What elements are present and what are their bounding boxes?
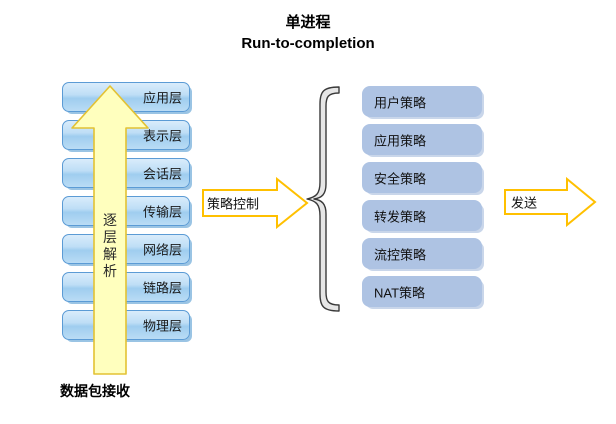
policy-label: 应用策略 [374,133,427,148]
up-arrow-shape [71,85,149,375]
policy-box-nat[interactable]: NAT策略 [362,276,482,307]
policy-box-security[interactable]: 安全策略 [362,162,482,193]
layer-parsing-up-arrow: 逐 层 解 析 [70,84,150,376]
policy-box-forwarding[interactable]: 转发策略 [362,200,482,231]
policy-label: 安全策略 [374,171,427,186]
send-arrow-shape [504,176,597,228]
layer-label: 网络层 [142,242,182,258]
policy-box-application[interactable]: 应用策略 [362,124,482,155]
title-line-secondary: Run-to-completion [241,35,375,52]
policy-label: NAT策略 [374,285,426,300]
left-curly-brace [305,84,345,314]
left-curly-brace-shape [306,86,340,312]
policy-label: 用户策略 [374,95,427,110]
policy-control-arrow: 策略控制 [201,176,309,230]
layer-label: 传输层 [142,204,182,220]
diagram-title: 单进程 Run-to-completion [0,12,616,54]
policy-box-flowcontrol[interactable]: 流控策略 [362,238,482,269]
packet-receive-label: 数据包接收 [60,383,130,399]
policy-label: 转发策略 [374,209,427,224]
layer-label: 会话层 [142,166,182,182]
title-line-primary: 单进程 [285,14,331,31]
policy-list: 用户策略 应用策略 安全策略 转发策略 流控策略 NAT策略 [362,86,490,314]
layer-label: 物理层 [142,318,182,334]
policy-control-arrow-shape [202,176,309,230]
policy-control-arrow-label: 策略控制 [207,196,260,212]
layer-label: 链路层 [142,280,182,296]
send-arrow-label: 发送 [511,195,538,211]
policy-label: 流控策略 [374,247,427,262]
layer-label: 应用层 [142,90,182,106]
policy-box-user[interactable]: 用户策略 [362,86,482,117]
send-arrow: 发送 [503,176,597,228]
layer-label: 表示层 [142,128,182,144]
